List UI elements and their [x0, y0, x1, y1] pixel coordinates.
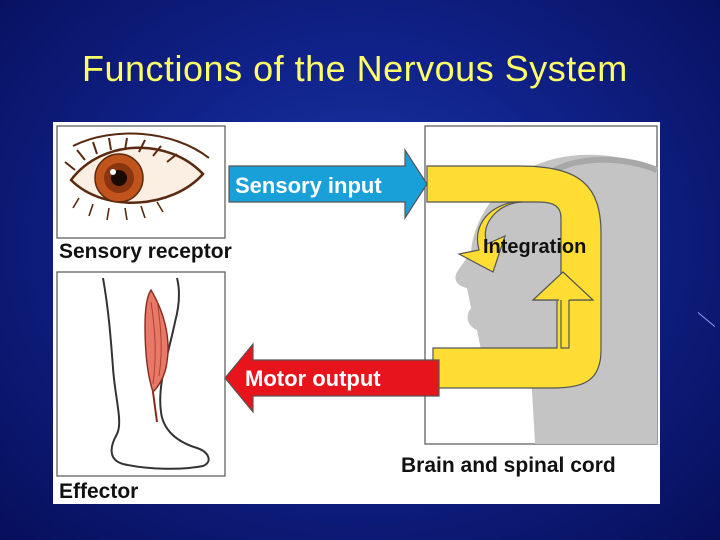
integration-loop	[426, 165, 602, 389]
slide-title: Functions of the Nervous System	[82, 48, 628, 89]
motor-output-arrow	[224, 342, 440, 414]
motor-output-label: Motor output	[245, 366, 381, 391]
sensory-receptor-label: Sensory receptor	[59, 240, 232, 263]
sensory-input-arrow	[228, 147, 428, 221]
effector-panel	[56, 271, 226, 477]
eye-illustration	[64, 132, 210, 221]
decorative-line	[697, 312, 716, 328]
effector-label: Effector	[59, 480, 138, 503]
sensory-input-label: Sensory input	[235, 173, 382, 198]
nervous-system-diagram: Sensory input Integration Motor output S…	[53, 122, 660, 504]
leg-illustration	[102, 277, 210, 470]
brain-label: Brain and spinal cord	[401, 454, 616, 477]
diagram-canvas: Sensory input Integration Motor output S…	[56, 125, 659, 503]
integration-label: Integration	[483, 236, 586, 258]
